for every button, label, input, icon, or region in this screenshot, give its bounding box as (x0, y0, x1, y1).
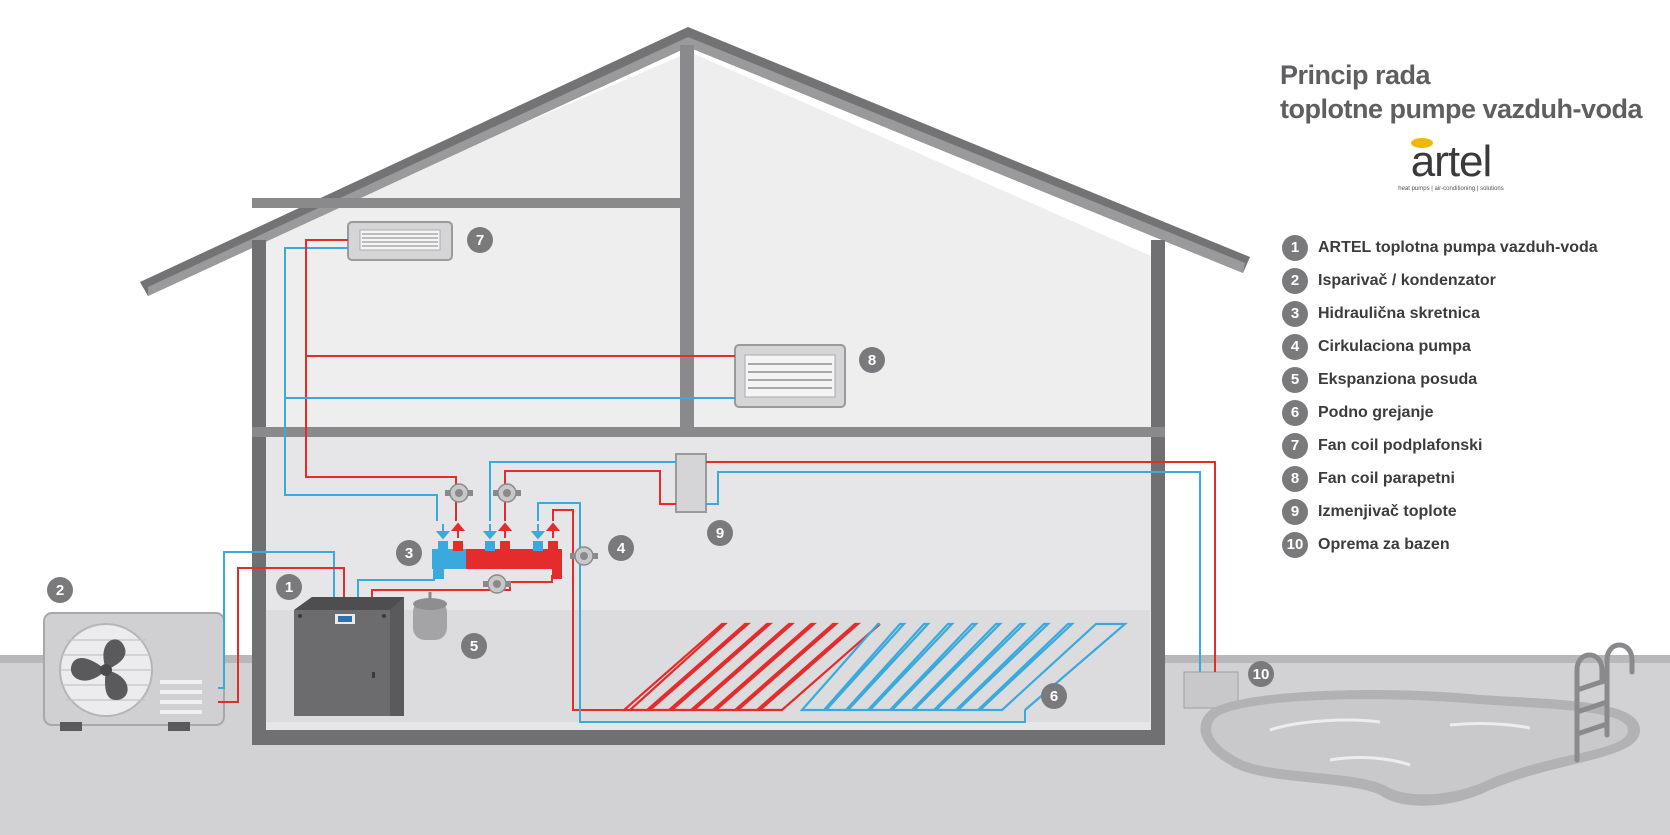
legend-label: ARTEL toplotna pumpa vazduh-voda (1318, 238, 1598, 256)
legend-label: Fan coil parapetni (1318, 469, 1455, 487)
legend-item: 4 Cirkulaciona pumpa (1282, 330, 1598, 363)
legend-number: 9 (1282, 498, 1308, 525)
legend-number: 8 (1282, 465, 1308, 492)
badge-fan-coil-ceiling: 7 (467, 227, 493, 253)
outdoor-unit (43, 612, 225, 731)
legend-label: Isparivač / kondenzator (1318, 271, 1496, 289)
swimming-pool (1200, 642, 1640, 806)
legend-label: Hidraulična skretnica (1318, 304, 1480, 322)
legend-item: 9 Izmenjivač toplote (1282, 495, 1598, 528)
upper-floor-slab (252, 427, 1165, 437)
hydraulic-manifold (432, 541, 562, 579)
legend-number: 6 (1282, 399, 1308, 426)
left-wall (252, 240, 266, 740)
legend-number: 3 (1282, 300, 1308, 327)
title-line-1: Princip rada (1280, 60, 1431, 90)
legend-number: 2 (1282, 267, 1308, 294)
legend-item: 1 ARTEL toplotna pumpa vazduh-voda (1282, 231, 1598, 264)
house-interior-attic (252, 52, 1160, 430)
badge-floor-heating: 6 (1041, 683, 1067, 709)
heat-exchanger (675, 453, 707, 513)
legend-label: Fan coil podplafonski (1318, 436, 1483, 454)
legend: 1 ARTEL toplotna pumpa vazduh-voda 2 Ispar… (1282, 231, 1598, 561)
artel-logo: artel heat pumps | air-conditioning | so… (1376, 137, 1526, 192)
legend-item: 7 Fan coil podplafonski (1282, 429, 1598, 462)
circulation-pumps (445, 483, 598, 594)
center-wall (680, 45, 694, 433)
badge-fan-coil-wall: 8 (859, 347, 885, 373)
logo-tagline: heat pumps | air-conditioning | solution… (1398, 186, 1504, 192)
attic-floor (252, 198, 684, 208)
badge-circulation-pump: 4 (608, 535, 634, 561)
pool-equipment (1183, 671, 1239, 709)
floor-slab (252, 730, 1165, 745)
fan-coil-ceiling (347, 221, 453, 261)
legend-item: 8 Fan coil parapetni (1282, 462, 1598, 495)
legend-item: 2 Isparivač / kondenzator (1282, 264, 1598, 297)
legend-number: 1 (1282, 234, 1308, 261)
legend-label: Cirkulaciona pumpa (1318, 337, 1471, 355)
legend-number: 10 (1282, 531, 1308, 558)
legend-label: Ekspanziona posuda (1318, 370, 1478, 388)
floor-heating (621, 622, 1128, 712)
badge-outdoor-unit: 2 (47, 577, 73, 603)
title-line-2: toplotne pumpe vazduh-voda (1280, 94, 1643, 124)
page-title: Princip rada toplotne pumpe vazduh-voda (1280, 58, 1643, 126)
legend-item: 3 Hidraulična skretnica (1282, 297, 1598, 330)
logo-wordmark: artel (1410, 137, 1492, 186)
flow-arrows (435, 522, 561, 540)
legend-item: 6 Podno grejanje (1282, 396, 1598, 429)
fan-coil-wall (734, 344, 846, 408)
legend-label: Oprema za bazen (1318, 535, 1450, 553)
expansion-tank (413, 592, 447, 640)
logo-accent-dot (1411, 138, 1433, 148)
legend-number: 4 (1282, 333, 1308, 360)
badge-manifold: 3 (396, 540, 422, 566)
right-wall (1151, 240, 1165, 740)
legend-number: 5 (1282, 366, 1308, 393)
legend-item: 10 Oprema za bazen (1282, 528, 1598, 561)
legend-label: Podno grejanje (1318, 403, 1434, 421)
badge-heat-exchanger: 9 (707, 520, 733, 546)
legend-number: 7 (1282, 432, 1308, 459)
badge-expansion-tank: 5 (461, 633, 487, 659)
badge-heat-pump: 1 (276, 574, 302, 600)
legend-item: 5 Ekspanziona posuda (1282, 363, 1598, 396)
legend-label: Izmenjivač toplote (1318, 502, 1457, 520)
badge-pool-equipment: 10 (1248, 661, 1274, 687)
heat-pump-unit (294, 597, 404, 716)
